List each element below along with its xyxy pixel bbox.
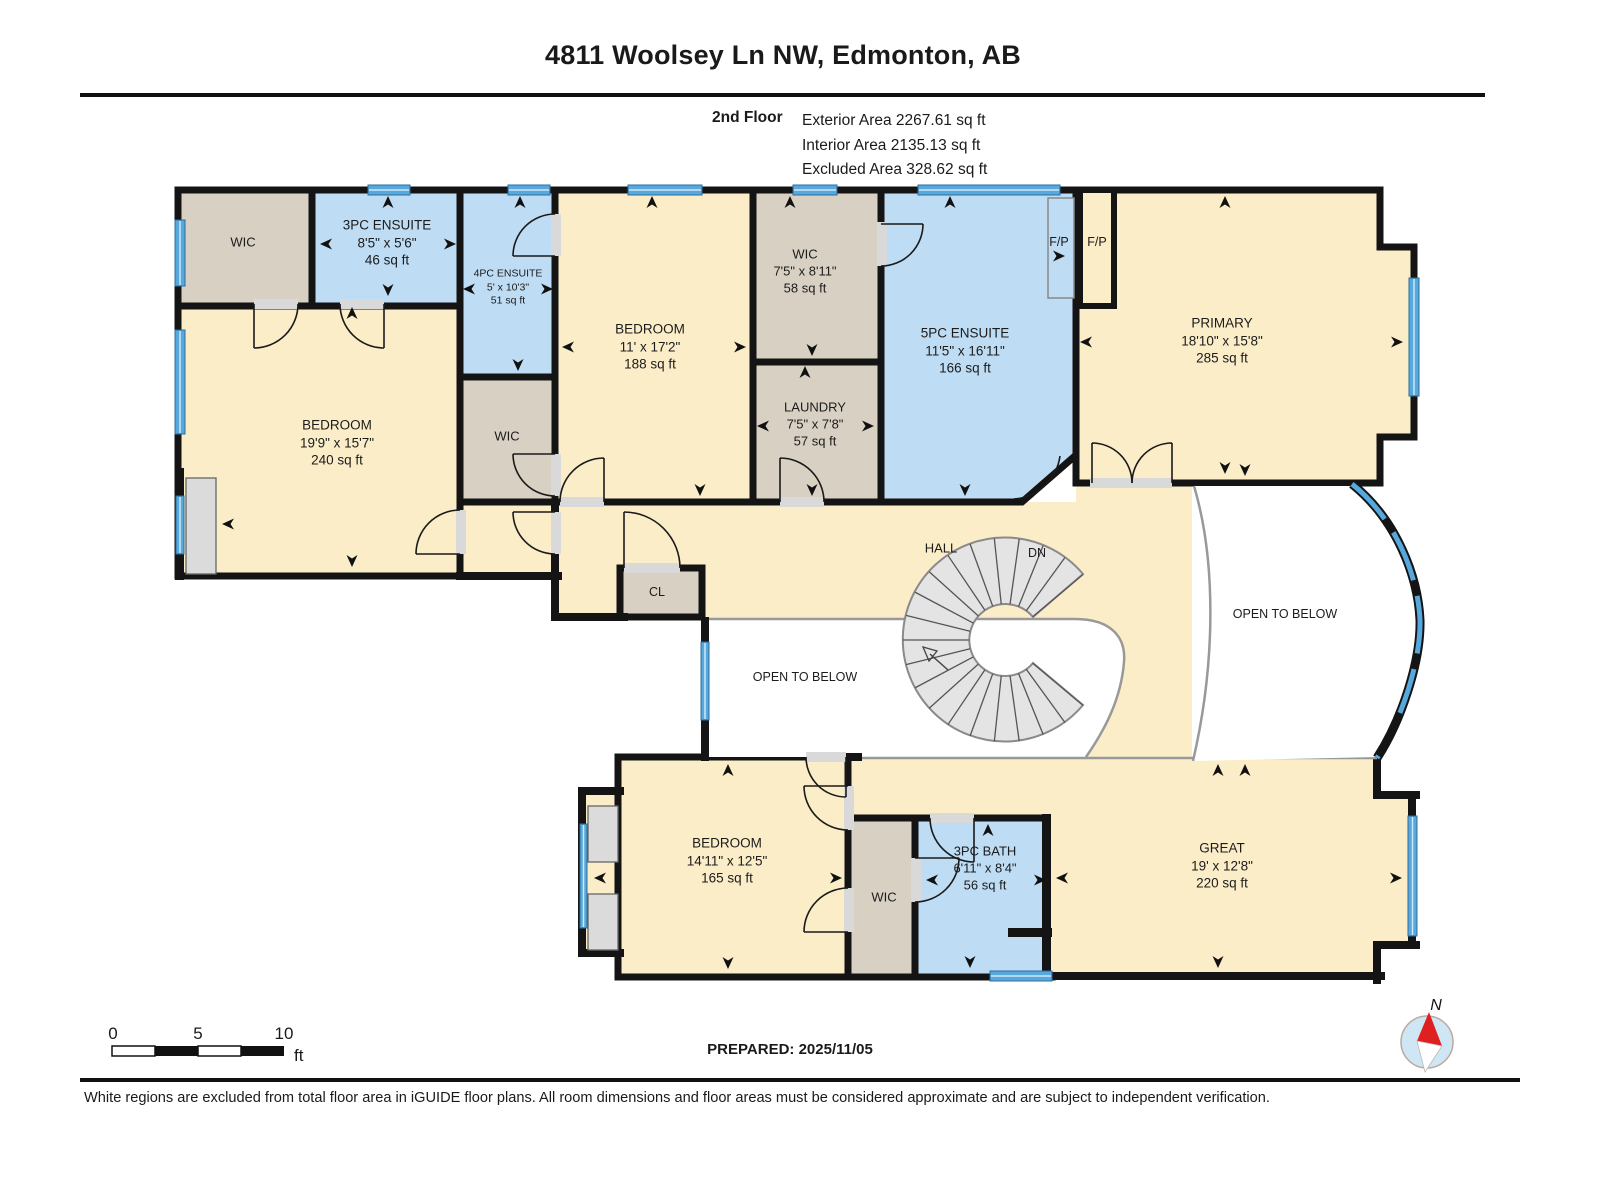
room-name: 4PC ENSUITE [473,267,543,280]
room-area: 240 sq ft [311,452,363,468]
room-area: 57 sq ft [793,433,837,449]
door-swings [253,213,1173,933]
room-label-bedroom-north: BEDROOM 11' x 17'2" 188 sq ft [615,321,685,374]
room-label-4pc-ensuite: 4PC ENSUITE 5' x 10'3" 51 sq ft [474,268,543,309]
room-area: 220 sq ft [1196,875,1248,891]
room-name: 3PC BATH [953,843,1017,859]
exterior-area: Exterior Area 2267.61 sq ft [802,112,986,129]
dimension-arrows [222,196,1403,969]
room-name: WIC [871,889,897,905]
room-dims: 11'5" x 16'11" [925,343,1005,359]
room-area: 58 sq ft [783,280,827,296]
room-label-wic-ne: WIC 7'5" x 8'11" 58 sq ft [773,247,836,298]
room-area: 166 sq ft [939,360,991,376]
room-dims: 18'10" x 15'8" [1181,333,1263,349]
scale-unit: ft [294,1046,304,1065]
bay-niches [185,477,619,951]
room-name: LAUNDRY [784,399,846,415]
open-to-below-right-label: OPEN TO BELOW [1232,606,1338,621]
prepared-date: PREPARED: 2025/11/05 [707,1041,873,1058]
room-name: BEDROOM [615,321,685,337]
room-dims: 14'11" x 12'5" [686,853,768,869]
room-dims: 8'5" x 5'6" [357,235,417,251]
page-title: 4811 Woolsey Ln NW, Edmonton, AB [545,40,1021,70]
room-name: BEDROOM [302,417,372,433]
room-label-wic-south: WIC [871,890,896,907]
room-label-primary: PRIMARY 18'10" x 15'8" 285 sq ft [1181,315,1263,368]
room-dims: 19' x 12'8" [1191,858,1253,874]
room-name: WIC [494,428,520,444]
windows [174,184,1420,982]
room-area: 165 sq ft [701,870,753,886]
floor-label: 2nd Floor [712,109,783,126]
room-dims: 7'5" x 8'11" [773,263,837,279]
open-to-below-left-label: OPEN TO BELOW [752,669,858,684]
rooms [174,186,1418,981]
open-to-below-right [1191,480,1425,762]
footer-divider [80,1078,1520,1082]
header-divider [80,93,1485,97]
room-name: 3PC ENSUITE [342,217,432,233]
room-name: GREAT [1199,840,1245,856]
scale-tick-0: 0 [108,1024,118,1043]
scale-tick-10: 10 [274,1024,294,1043]
room-name: 5PC ENSUITE [920,325,1010,341]
room-label-wic-nw: WIC [230,235,255,252]
room-dims: 5' x 10'3" [486,281,530,294]
room-name: BEDROOM [692,835,762,851]
room-dims: 7'5" x 7'8" [786,416,844,432]
excluded-area: Excluded Area 328.62 sq ft [802,161,988,178]
closet-label: CL [649,584,665,599]
fireplace-label-ensuite: F/P [1049,234,1069,249]
room-dims: 19'9" x 15'7" [299,435,375,451]
room-dims: 11' x 17'2" [619,339,681,355]
fireplace-niche [1047,197,1075,299]
room-label-5pc-ensuite: 5PC ENSUITE 11'5" x 16'11" 166 sq ft [921,325,1010,378]
room-label-3pc-ensuite: 3PC ENSUITE 8'5" x 5'6" 46 sq ft [343,217,432,270]
interior-area: Interior Area 2135.13 sq ft [802,136,981,154]
room-label-3pc-bath: 3PC BATH 6'11" x 8'4" 56 sq ft [953,844,1016,895]
staircase [901,536,1085,743]
room-area: 285 sq ft [1196,350,1248,366]
compass-needle-south [1416,1040,1443,1073]
room-name: WIC [792,246,818,262]
room-name: WIC [230,234,256,250]
room-label-bedroom-south: BEDROOM 14'11" x 12'5" 165 sq ft [687,835,768,888]
hall-label: HALL [924,540,958,556]
room-label-bedroom-west: BEDROOM 19'9" x 15'7" 240 sq ft [300,417,374,470]
compass-needle-north [1417,1012,1442,1046]
room-label-laundry: LAUNDRY 7'5" x 7'8" 57 sq ft [784,400,846,451]
fireplace-label-primary: F/P [1087,234,1107,249]
stairs-down-label: DN [1027,545,1047,560]
room-area: 188 sq ft [624,356,676,372]
room-area: 46 sq ft [364,252,410,268]
door-openings [254,214,1172,932]
room-name: PRIMARY [1191,315,1253,331]
room-label-wic-mid: WIC [494,429,519,446]
compass: N [1400,997,1454,1073]
scale-tick-5: 5 [193,1024,203,1043]
area-summary: Exterior Area 2267.61 sq ft Interior Are… [802,109,987,183]
scale-bar [111,1045,284,1057]
disclaimer-text: White regions are excluded from total fl… [84,1090,1270,1106]
curved-window-band [1350,482,1423,760]
compass-north-label: N [1430,997,1442,1014]
room-area: 56 sq ft [963,877,1007,893]
room-area: 51 sq ft [490,294,526,307]
room-dims: 6'11" x 8'4" [953,860,1017,876]
room-label-great: GREAT 19' x 12'8" 220 sq ft [1191,840,1253,893]
